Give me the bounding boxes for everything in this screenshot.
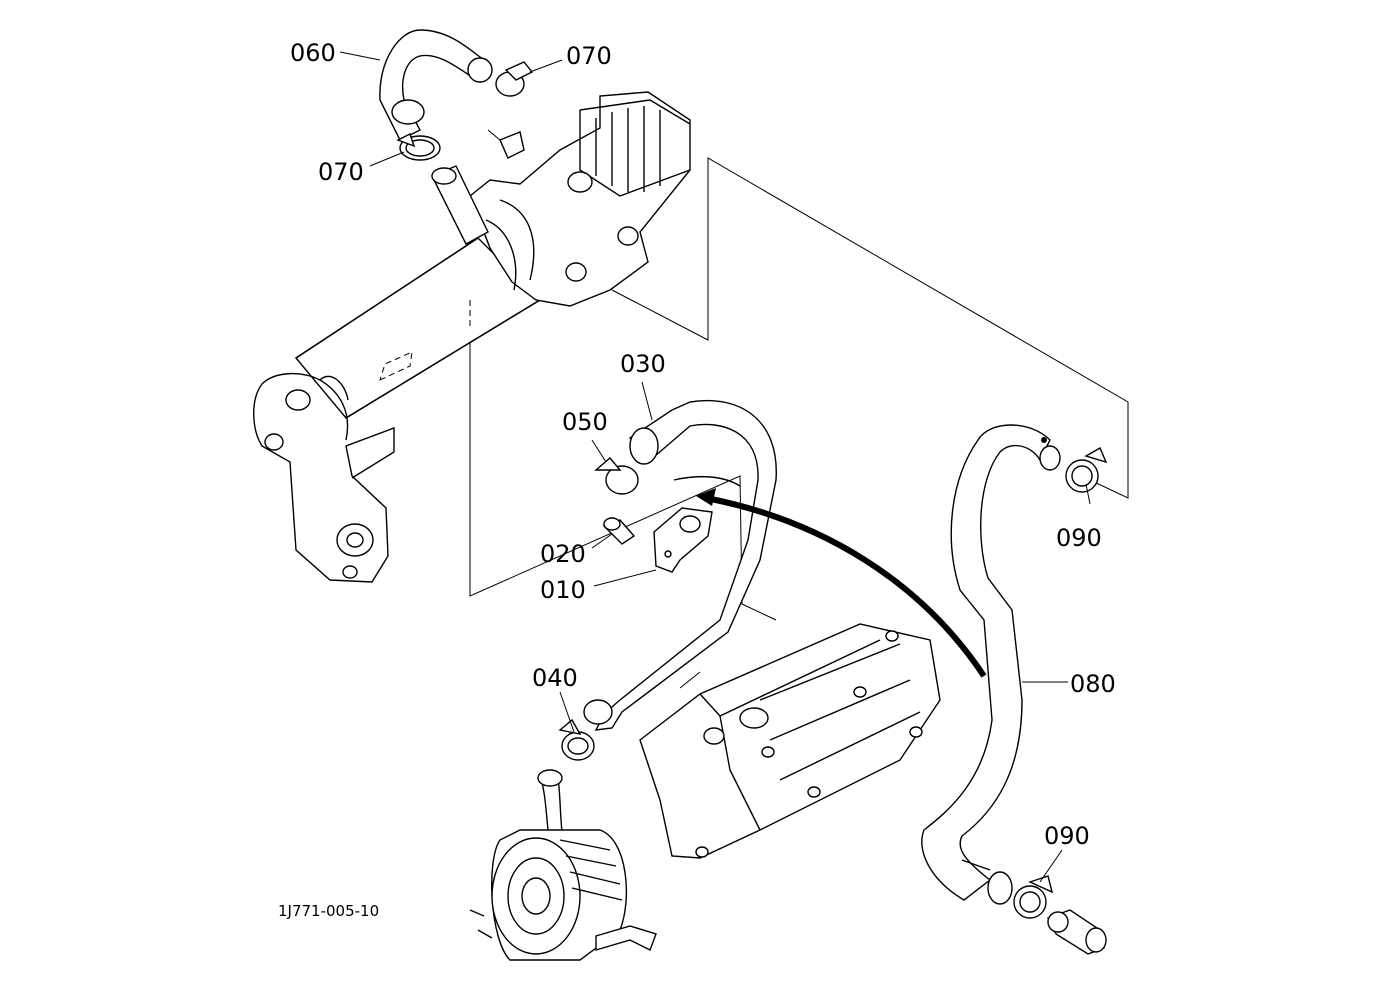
callout-label: 060 xyxy=(290,39,336,67)
callout-label: 070 xyxy=(318,158,364,186)
callout-label: 070 xyxy=(566,42,612,70)
hose-060 xyxy=(379,29,493,141)
oil-cooler xyxy=(469,769,657,961)
direction-arrow xyxy=(673,475,987,678)
callout-label: 090 xyxy=(1056,524,1102,552)
callout-label: 020 xyxy=(540,540,586,568)
clamp-090-bottom xyxy=(1013,875,1054,919)
callout-label: 010 xyxy=(540,576,586,604)
drawing-code: 1J771-005-10 xyxy=(278,902,379,920)
callout-label: 030 xyxy=(620,350,666,378)
clamp-070-top xyxy=(495,61,534,97)
clamp-070-left xyxy=(396,133,441,161)
callout-leaders xyxy=(339,51,1091,883)
callout-label: 050 xyxy=(562,408,608,436)
hose-stub-left xyxy=(431,165,489,245)
callout-label: 090 xyxy=(1044,822,1090,850)
clamp-040 xyxy=(558,718,595,761)
egr-valve xyxy=(469,91,691,307)
callout-label: 040 xyxy=(532,664,578,692)
hose-080 xyxy=(921,424,1061,905)
engine-block xyxy=(639,623,941,859)
hose-fitting xyxy=(1047,909,1107,955)
callout-labels: 060 070 070 030 050 020 010 040 090 080 … xyxy=(290,39,1116,850)
hose-030 xyxy=(583,400,777,731)
clamp-090-top xyxy=(1065,447,1108,493)
egr-cooler xyxy=(253,237,542,583)
callout-label: 080 xyxy=(1070,670,1116,698)
bolt-020 xyxy=(602,517,636,545)
reference-frame-lines xyxy=(469,157,1129,689)
clamp-050 xyxy=(594,457,639,495)
bracket-010 xyxy=(653,507,713,573)
